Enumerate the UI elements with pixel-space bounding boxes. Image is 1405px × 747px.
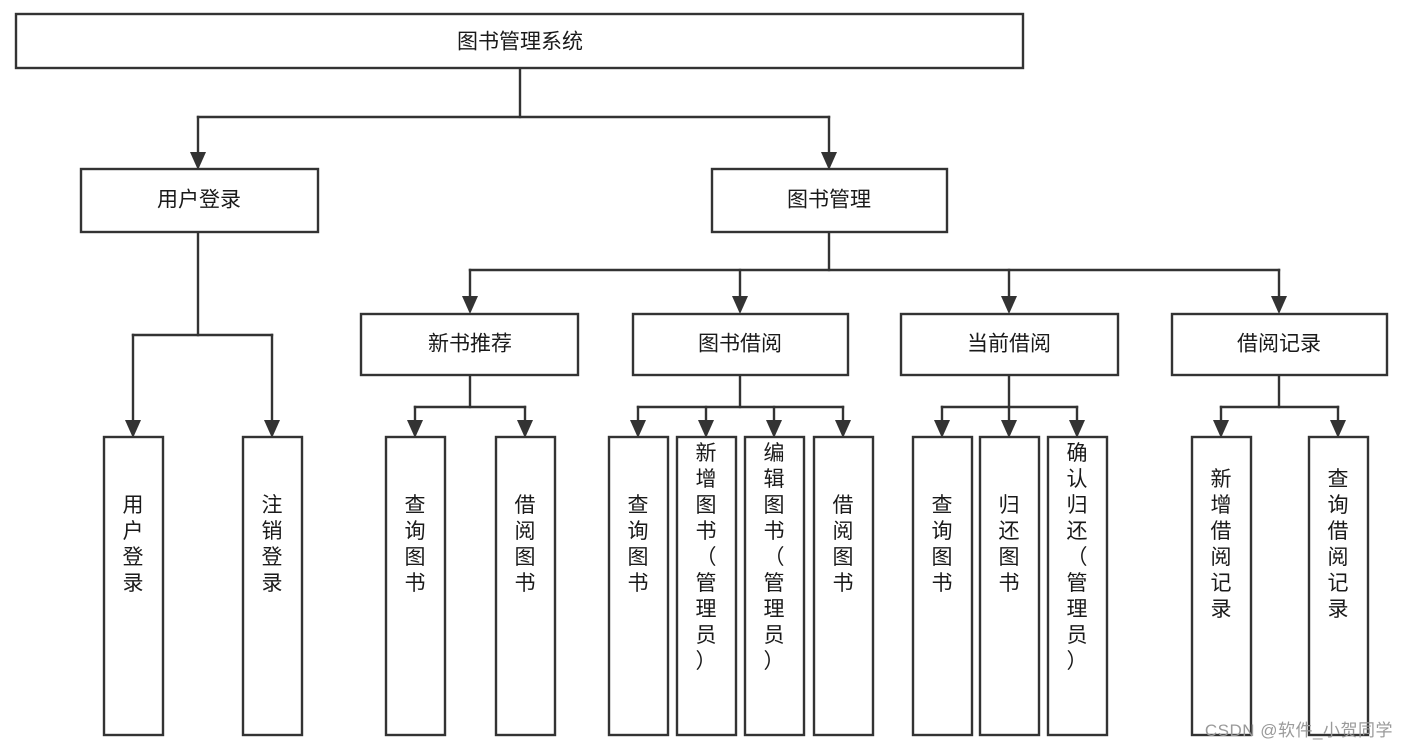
node-book-borrow-label: 图书借阅: [698, 333, 782, 356]
arrowhead-user-login: [190, 152, 206, 170]
arrowhead-new-book-recommend: [462, 296, 478, 314]
arrowhead-leaf-edit-book: [766, 420, 782, 438]
node-leaf-query-book-2[interactable]: 查询图书: [607, 435, 670, 737]
node-borrow-record[interactable]: 借阅记录: [1170, 312, 1389, 377]
watermark: CSDN @软件_小贺同学: [1204, 721, 1393, 740]
node-root-label: 图书管理系统: [457, 31, 583, 54]
node-leaf-query-book-1-label: 查询图书: [405, 494, 426, 595]
node-leaf-user-login[interactable]: 用户登录: [102, 435, 165, 737]
node-leaf-query-book-1[interactable]: 查询图书: [384, 435, 447, 737]
arrowhead-leaf-add-record: [1213, 420, 1229, 438]
node-leaf-confirm-return-label: 确认归还（管理员）: [1067, 442, 1088, 673]
node-leaf-query-book-3[interactable]: 查询图书: [911, 435, 974, 737]
node-book-manage-box[interactable]: [710, 167, 949, 234]
node-leaf-add-book-label: 新增图书（管理员）: [696, 442, 717, 673]
arrowhead-leaf-return-book: [1001, 420, 1017, 438]
node-leaf-return-book-label: 归还图书: [999, 494, 1020, 595]
node-leaf-confirm-return-box[interactable]: [1046, 435, 1109, 737]
arrowhead-leaf-borrow-book-2: [835, 420, 851, 438]
node-leaf-borrow-book-1[interactable]: 借阅图书: [494, 435, 557, 737]
arrowhead-leaf-user-logout: [264, 420, 280, 438]
node-leaf-borrow-book-2[interactable]: 借阅图书: [812, 435, 875, 737]
node-leaf-confirm-return[interactable]: 确认归还（管理员）: [1046, 435, 1109, 737]
node-leaf-query-book-3-box[interactable]: [911, 435, 974, 737]
node-leaf-user-logout[interactable]: 注销登录: [241, 435, 304, 737]
node-current-borrow-box[interactable]: [899, 312, 1120, 377]
arrowhead-book-borrow: [732, 296, 748, 314]
arrowhead-book-manage: [821, 152, 837, 170]
node-leaf-user-login-box[interactable]: [102, 435, 165, 737]
node-borrow-record-box[interactable]: [1170, 312, 1389, 377]
node-leaf-return-book[interactable]: 归还图书: [978, 435, 1041, 737]
node-leaf-return-book-box[interactable]: [978, 435, 1041, 737]
node-book-manage-label: 图书管理: [787, 189, 871, 212]
node-current-borrow[interactable]: 当前借阅: [899, 312, 1120, 377]
node-borrow-record-label: 借阅记录: [1237, 333, 1321, 356]
node-root[interactable]: 图书管理系统: [14, 12, 1025, 70]
node-root-box[interactable]: [14, 12, 1025, 70]
arrowhead-leaf-query-book-2: [630, 420, 646, 438]
arrowhead-current-borrow: [1001, 296, 1017, 314]
arrowhead-leaf-query-book-1: [407, 420, 423, 438]
node-leaf-user-login-label: 用户登录: [123, 494, 144, 595]
node-leaf-query-record-label: 查询借阅记录: [1328, 468, 1349, 621]
node-user-login-label: 用户登录: [157, 189, 241, 212]
node-leaf-query-book-2-box[interactable]: [607, 435, 670, 737]
node-new-book-recommend-box[interactable]: [359, 312, 580, 377]
node-leaf-edit-book-label: 编辑图书（管理员）: [764, 442, 785, 673]
node-leaf-edit-book[interactable]: 编辑图书（管理员）: [743, 435, 806, 737]
node-leaf-query-book-1-box[interactable]: [384, 435, 447, 737]
arrowhead-borrow-record: [1271, 296, 1287, 314]
node-leaf-add-record[interactable]: 新增借阅记录: [1190, 435, 1253, 737]
edges-group: [125, 66, 1346, 438]
node-leaf-add-record-label: 新增借阅记录: [1211, 468, 1232, 621]
node-leaf-add-book-box[interactable]: [675, 435, 738, 737]
node-current-borrow-label: 当前借阅: [967, 333, 1051, 356]
node-user-login-box[interactable]: [79, 167, 320, 234]
node-leaf-borrow-book-2-label: 借阅图书: [833, 494, 854, 595]
node-leaf-add-book[interactable]: 新增图书（管理员）: [675, 435, 738, 737]
node-book-manage[interactable]: 图书管理: [710, 167, 949, 234]
node-book-borrow[interactable]: 图书借阅: [631, 312, 850, 377]
node-new-book-recommend[interactable]: 新书推荐: [359, 312, 580, 377]
arrowhead-leaf-query-record: [1330, 420, 1346, 438]
arrowhead-leaf-borrow-book-1: [517, 420, 533, 438]
node-leaf-query-record[interactable]: 查询借阅记录: [1307, 435, 1370, 737]
node-leaf-edit-book-box[interactable]: [743, 435, 806, 737]
node-new-book-recommend-label: 新书推荐: [428, 333, 512, 356]
node-leaf-add-record-box[interactable]: [1190, 435, 1253, 737]
node-user-login[interactable]: 用户登录: [79, 167, 320, 234]
arrowhead-leaf-add-book: [698, 420, 714, 438]
node-leaf-borrow-book-1-box[interactable]: [494, 435, 557, 737]
arrowhead-leaf-confirm-return: [1069, 420, 1085, 438]
node-leaf-query-record-box[interactable]: [1307, 435, 1370, 737]
node-leaf-borrow-book-1-label: 借阅图书: [515, 494, 536, 595]
node-leaf-user-logout-label: 注销登录: [262, 494, 283, 595]
node-leaf-query-book-2-label: 查询图书: [628, 494, 649, 595]
arrowhead-leaf-query-book-3: [934, 420, 950, 438]
node-leaf-query-book-3-label: 查询图书: [932, 494, 953, 595]
node-book-borrow-box[interactable]: [631, 312, 850, 377]
arrowhead-leaf-user-login: [125, 420, 141, 438]
node-leaf-user-logout-box[interactable]: [241, 435, 304, 737]
node-leaf-borrow-book-2-box[interactable]: [812, 435, 875, 737]
